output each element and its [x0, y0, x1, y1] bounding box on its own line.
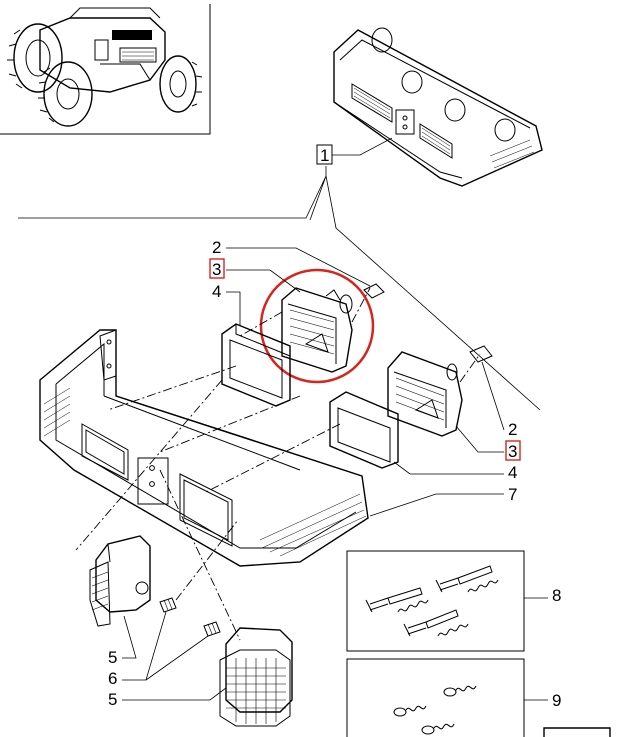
tractor-inset	[0, 4, 211, 135]
screw-spring-3	[403, 609, 469, 637]
callout-3-upper-box	[209, 258, 225, 279]
side-lamp-upper	[89, 535, 151, 627]
callout-3-upper: 3	[212, 260, 221, 279]
gasket-lower	[329, 391, 399, 469]
callout-3-lower-box	[505, 440, 521, 461]
screw-spring-2	[435, 565, 499, 593]
headlight-lower	[387, 345, 493, 437]
bulb-lower	[203, 621, 221, 637]
callout-2-lower: 2	[508, 420, 517, 439]
bulb-upper	[159, 597, 177, 613]
callout-2-upper: 2	[212, 238, 221, 257]
small-screw-2	[443, 685, 477, 697]
side-lamp-lower	[219, 627, 293, 727]
screw-spring-1	[365, 587, 429, 613]
callout-9: 9	[552, 691, 561, 710]
kit-box-9	[346, 658, 525, 737]
small-screw-3	[421, 723, 455, 735]
callout-6: 6	[108, 669, 117, 688]
callout-1-box	[316, 144, 333, 165]
gasket-upper	[221, 323, 291, 407]
callout-8: 8	[552, 586, 561, 605]
kit-box-8	[346, 550, 525, 652]
callout-5-lower: 5	[108, 690, 117, 709]
headlight-upper	[281, 283, 385, 373]
headlight-bracket-assembly	[333, 27, 543, 187]
small-screw-1	[393, 705, 427, 717]
callout-1: 1	[320, 146, 329, 165]
callout-5-upper: 5	[108, 648, 117, 667]
callout-3-lower: 3	[508, 442, 517, 461]
callout-7: 7	[508, 485, 517, 504]
page-tag	[543, 727, 611, 737]
callout-4-lower: 4	[508, 463, 517, 482]
highlight-circle	[259, 268, 375, 384]
front-bar	[39, 329, 369, 567]
callout-4-upper: 4	[212, 282, 221, 301]
